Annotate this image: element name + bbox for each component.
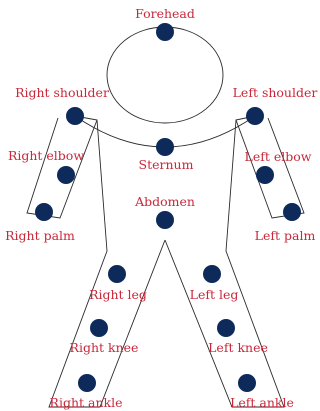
label-right-ankle: Right ankle <box>50 395 123 410</box>
label-left-knee: Left knee <box>208 340 268 355</box>
label-left-leg: Left leg <box>190 287 239 302</box>
sensor-dot-left-ankle <box>238 374 256 392</box>
label-right-leg: Right leg <box>89 287 147 302</box>
sensor-dot-right-ankle <box>78 374 96 392</box>
label-right-shoulder: Right shoulder <box>15 85 109 100</box>
label-right-elbow: Right elbow <box>8 148 84 163</box>
sensor-dot-forehead <box>156 23 174 41</box>
label-sternum: Sternum <box>139 157 194 172</box>
sensor-dot-right-leg <box>108 265 126 283</box>
sensor-dot-right-shoulder <box>66 107 84 125</box>
label-forehead: Forehead <box>135 6 195 21</box>
sensor-dot-abdomen <box>156 211 174 229</box>
label-left-palm: Left palm <box>255 228 316 243</box>
label-left-elbow: Left elbow <box>245 149 312 164</box>
left-arm-outline <box>236 116 304 218</box>
sensor-dot-left-elbow <box>256 166 274 184</box>
sensor-dot-left-shoulder <box>246 107 264 125</box>
sensor-dot-right-knee <box>90 319 108 337</box>
sensor-dot-left-knee <box>217 319 235 337</box>
sensor-dot-right-elbow <box>57 166 75 184</box>
sensor-dot-sternum <box>156 138 174 156</box>
sensor-dot-right-palm <box>35 203 53 221</box>
head-outline <box>107 27 223 123</box>
label-left-shoulder: Left shoulder <box>233 85 318 100</box>
label-abdomen: Abdomen <box>134 194 195 209</box>
label-right-knee: Right knee <box>70 340 139 355</box>
label-right-palm: Right palm <box>5 228 75 243</box>
sensor-dot-left-palm <box>283 203 301 221</box>
label-left-ankle: Left ankle <box>230 395 294 410</box>
sensor-dot-left-leg <box>203 265 221 283</box>
